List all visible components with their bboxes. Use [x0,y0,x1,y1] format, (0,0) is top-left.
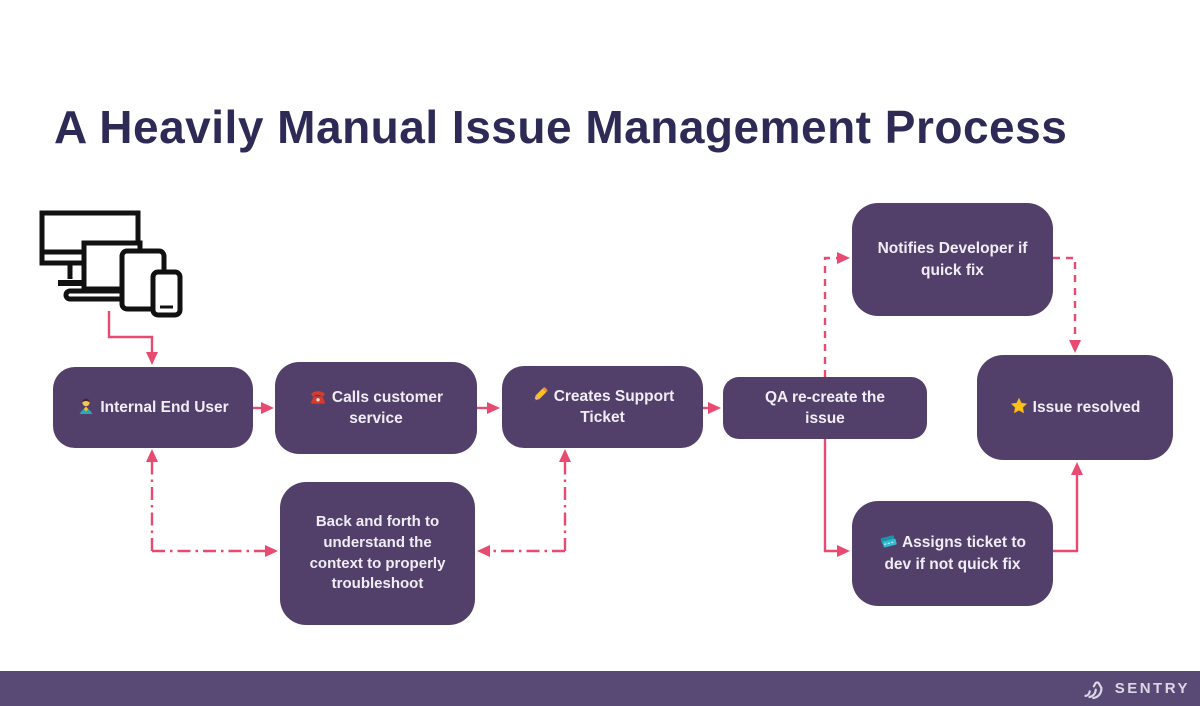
flow-node-internal-end-user: Internal End User [53,367,253,448]
node-label: Issue resolved [1032,398,1141,416]
edge-notify-to-resolved [1053,256,1081,353]
footer-bar: SENTRY [0,671,1200,706]
tickets-emoji-icon [880,535,897,548]
flow-node-assigns-ticket: Assigns ticket to dev if not quick fix [852,501,1053,606]
sentry-brand-text: SENTRY [1114,680,1190,697]
flow-node-back-and-forth: Back and forth to understand the context… [280,482,475,625]
person-emoji-icon [79,398,93,414]
flow-node-qa-recreate-issue: QA re-create the issue [723,377,927,439]
node-label: Back and forth to understand the context… [309,513,446,593]
flow-node-issue-resolved: Issue resolved [977,355,1173,460]
node-label: QA re-create the issue [764,388,886,427]
phone-icon [150,269,183,318]
flow-node-notifies-developer: Notifies Developer if quick fix [852,203,1053,316]
node-label: Internal End User [100,398,229,416]
sentry-brand: SENTRY [1082,677,1190,700]
edge-qa-to-notify [823,252,850,377]
star-emoji-icon [1010,397,1027,413]
node-label: Creates Support Ticket [553,387,675,426]
node-label: Notifies Developer if quick fix [877,240,1028,279]
pencil-emoji-icon [534,386,548,400]
sentry-logo-icon [1084,681,1103,700]
edge-qa-to-assign [823,439,850,557]
end-user-devices-icon [39,210,183,318]
flow-node-calls-customer-service: Calls customer service [275,362,477,454]
edge-assign-to-resolved [1053,462,1083,553]
telephone-emoji-icon [310,390,325,404]
slide-title: A Heavily Manual Issue Management Proces… [54,101,1068,153]
node-label: Calls customer service [331,388,444,427]
flow-node-creates-support-ticket: Creates Support Ticket [502,366,703,448]
node-label: Assigns ticket to dev if not quick fix [884,534,1027,573]
